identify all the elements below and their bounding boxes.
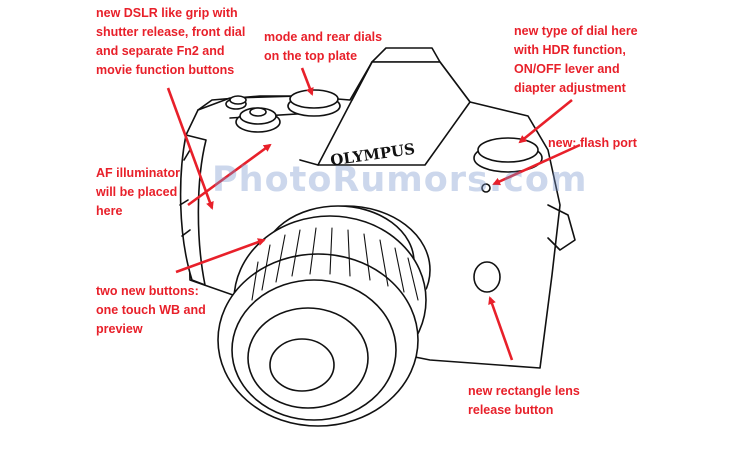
annotation-flash-port: new: flash port bbox=[548, 134, 637, 153]
annotation-grip: new DSLR like grip with shutter release,… bbox=[96, 4, 245, 80]
annotation-hdr-dial: new type of dial here with HDR function,… bbox=[514, 22, 638, 98]
annotation-dials: mode and rear dials on the top plate bbox=[264, 28, 382, 66]
annotation-af-illuminator: AF illuminator will be placed here bbox=[96, 164, 180, 221]
annotation-new-buttons: two new buttons: one touch WB and previe… bbox=[96, 282, 206, 339]
watermark: PhotoRumors.com bbox=[212, 160, 587, 200]
lens-release-button bbox=[474, 262, 500, 292]
annotation-lens-release: new rectangle lens release button bbox=[468, 382, 580, 420]
